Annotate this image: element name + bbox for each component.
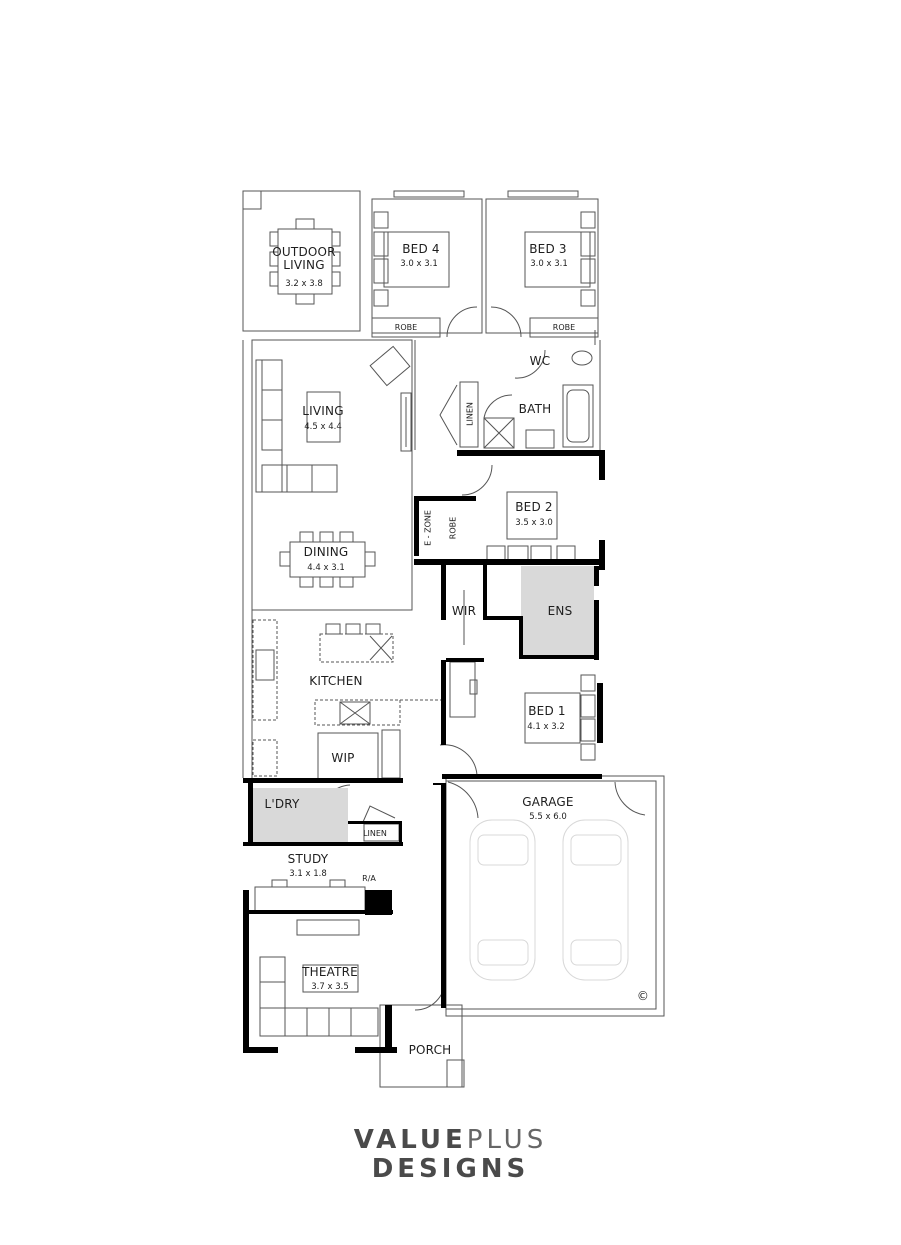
- study-dim: 3.1 x 1.8: [289, 869, 327, 879]
- brand-plus: PLUS: [466, 1125, 548, 1155]
- outdoor-living-label: OUTDOOR LIVING: [272, 245, 336, 272]
- kitchen-label: KITCHEN: [309, 674, 363, 688]
- porch-label: PORCH: [408, 1043, 452, 1057]
- theatre-dim: 3.7 x 3.5: [311, 982, 349, 992]
- dining-label: DINING: [303, 545, 349, 559]
- wip-label: WIP: [331, 751, 355, 765]
- car-icons: [469, 819, 629, 981]
- bed-4-label: BED 4: [402, 242, 440, 256]
- bed-4-room: [371, 198, 483, 334]
- bed-3-label: BED 3: [529, 242, 567, 256]
- robe-bed2-label: ROBE: [448, 516, 458, 540]
- wir-label: WIR: [451, 604, 477, 618]
- outdoor-living-dim: 3.2 x 3.8: [285, 279, 323, 289]
- porch-area: [379, 1004, 463, 1088]
- garage-label: GARAGE: [522, 795, 574, 809]
- copyright-mark: ©: [636, 989, 650, 1003]
- hall-linen-label: LINEN: [465, 402, 475, 426]
- wc-label: WC: [529, 354, 551, 368]
- robe-bed4-label: ROBE: [394, 323, 418, 332]
- living-label: LIVING: [302, 404, 344, 418]
- bed-3-room: [485, 198, 599, 334]
- theatre-label: THEATRE: [302, 965, 358, 979]
- brand-designs: DESIGNS: [371, 1154, 530, 1184]
- bed-1-label: BED 1: [528, 704, 566, 718]
- robe-bed3-label: ROBE: [552, 323, 576, 332]
- bed-1-dim: 4.1 x 3.2: [527, 722, 565, 732]
- ezone-label: E - ZONE: [423, 510, 433, 546]
- brand-value: VALUE: [353, 1125, 467, 1155]
- ens-label: ENS: [547, 604, 573, 618]
- dining-dim: 4.4 x 3.1: [307, 563, 345, 573]
- bed-3-dim: 3.0 x 3.1: [530, 259, 568, 269]
- walls: [243, 450, 605, 1053]
- brand-logo-line-1: VALUEPLUS: [0, 1126, 901, 1154]
- bed-2-label: BED 2: [515, 500, 553, 514]
- study-label: STUDY: [287, 852, 329, 866]
- bed-2-dim: 3.5 x 3.0: [515, 518, 553, 528]
- garage-dim: 5.5 x 6.0: [529, 812, 567, 822]
- brand-logo-line-2: DESIGNS: [0, 1155, 901, 1183]
- laundry-linen-label: LINEN: [363, 829, 387, 838]
- bath-label: BATH: [518, 402, 552, 416]
- laundry-label: L'DRY: [264, 797, 300, 811]
- bed-4-dim: 3.0 x 3.1: [400, 259, 438, 269]
- living-dim: 4.5 x 4.4: [304, 422, 342, 432]
- wet-areas: [252, 566, 594, 842]
- return-air-label: R/A: [362, 874, 376, 883]
